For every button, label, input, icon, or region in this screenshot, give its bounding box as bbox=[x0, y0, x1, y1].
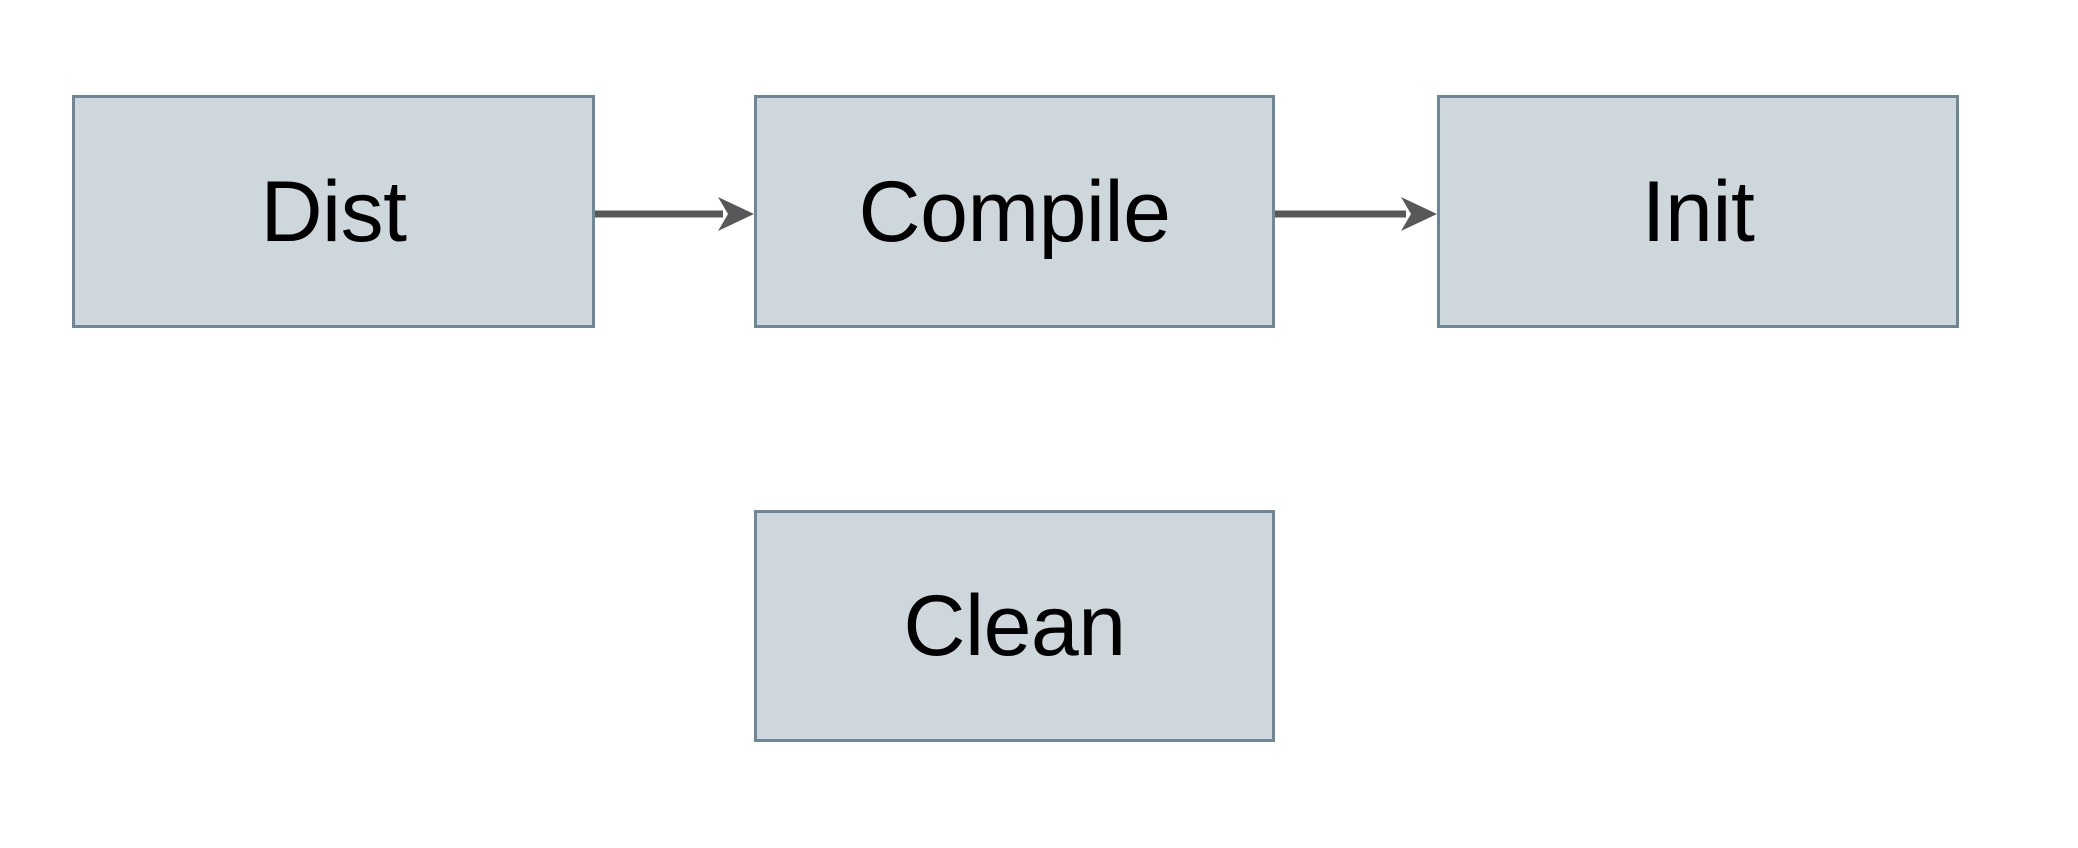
node-init-label: Init bbox=[1641, 163, 1755, 260]
node-compile[interactable]: Compile bbox=[754, 95, 1275, 328]
arrowhead-icon bbox=[718, 197, 754, 231]
node-clean-label: Clean bbox=[903, 578, 1126, 674]
node-init[interactable]: Init bbox=[1437, 95, 1959, 328]
edge-dist-to-compile[interactable] bbox=[595, 196, 754, 232]
node-dist[interactable]: Dist bbox=[72, 95, 595, 328]
node-compile-label: Compile bbox=[858, 163, 1171, 260]
node-dist-label: Dist bbox=[260, 163, 407, 260]
node-clean[interactable]: Clean bbox=[754, 510, 1275, 742]
arrowhead-icon bbox=[1401, 197, 1437, 231]
edge-compile-to-init[interactable] bbox=[1275, 196, 1437, 232]
